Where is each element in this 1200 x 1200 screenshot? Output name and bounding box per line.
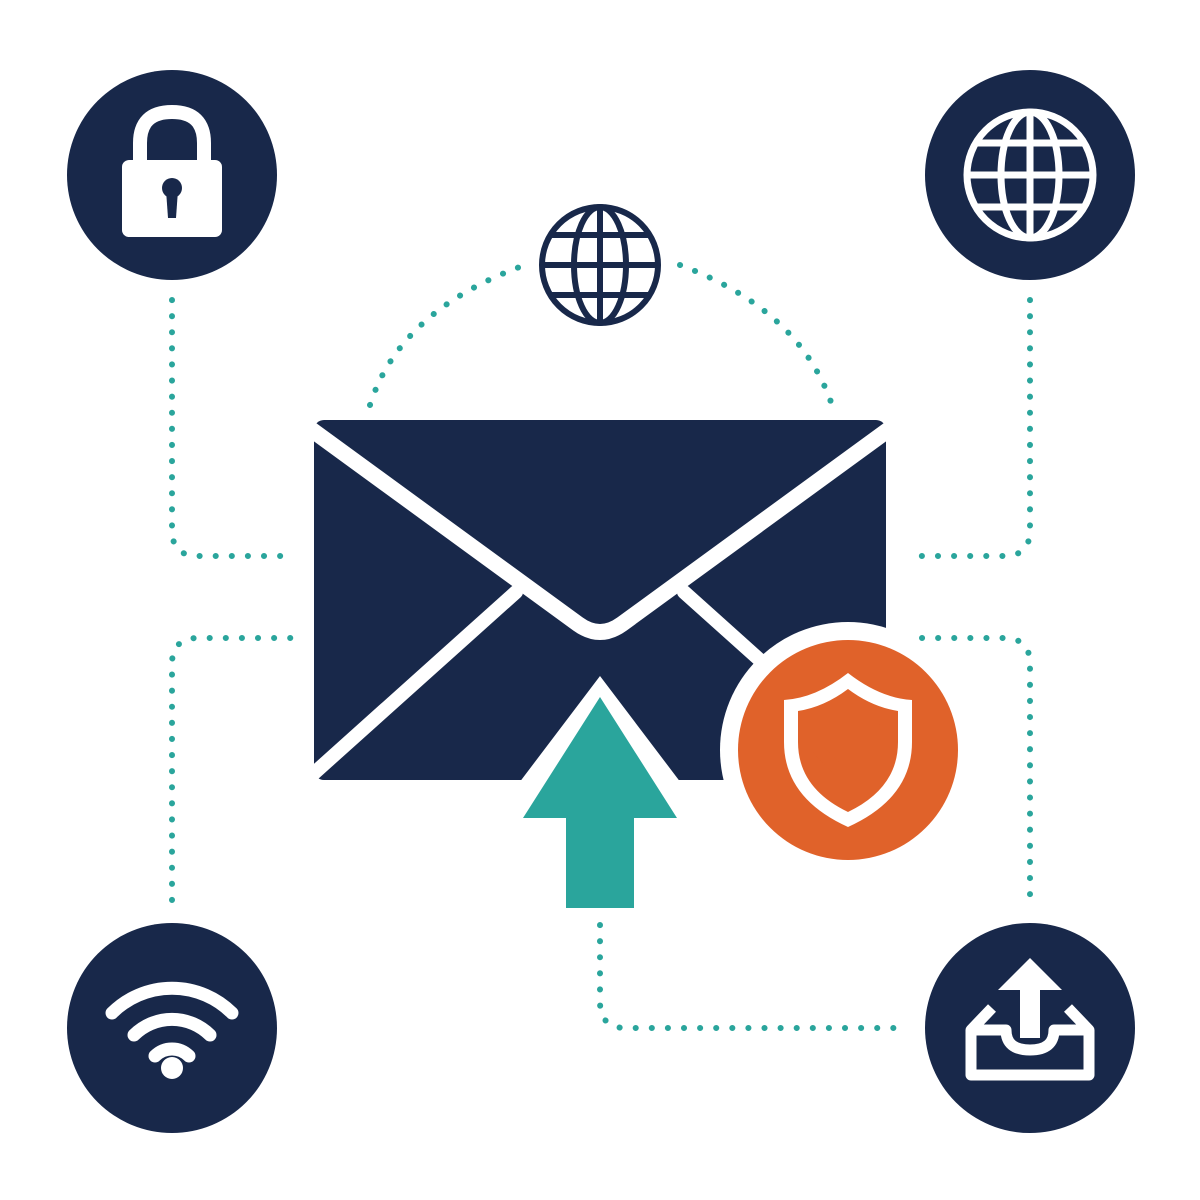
wifi-icon-dot: [161, 1057, 183, 1079]
inbox-upload-icon: [965, 958, 1095, 1081]
security-badge: [738, 640, 958, 860]
globe-top-node: [539, 204, 661, 326]
lock-node: [67, 70, 277, 280]
connector-topglobe-left: [367, 262, 528, 408]
connector-badge-inbox: [919, 635, 1033, 903]
wifi-node-circle: [67, 923, 277, 1133]
globe-icon: [963, 108, 1097, 242]
connector-arrow-inbox: [597, 922, 909, 1031]
connector-wifi-email: [169, 635, 299, 903]
arrow-up-icon: [523, 697, 677, 908]
shield-check-icon: [784, 673, 912, 827]
wifi-icon: [105, 981, 239, 1063]
connector-globe-email: [903, 297, 1033, 559]
connectors: [169, 262, 1033, 1031]
connector-topglobe-right: [677, 262, 835, 408]
connector-lock-email: [169, 297, 299, 559]
lock-icon: [122, 104, 222, 237]
globe-node: [925, 70, 1135, 280]
wifi-node: [67, 923, 277, 1133]
inbox-node: [925, 923, 1135, 1133]
